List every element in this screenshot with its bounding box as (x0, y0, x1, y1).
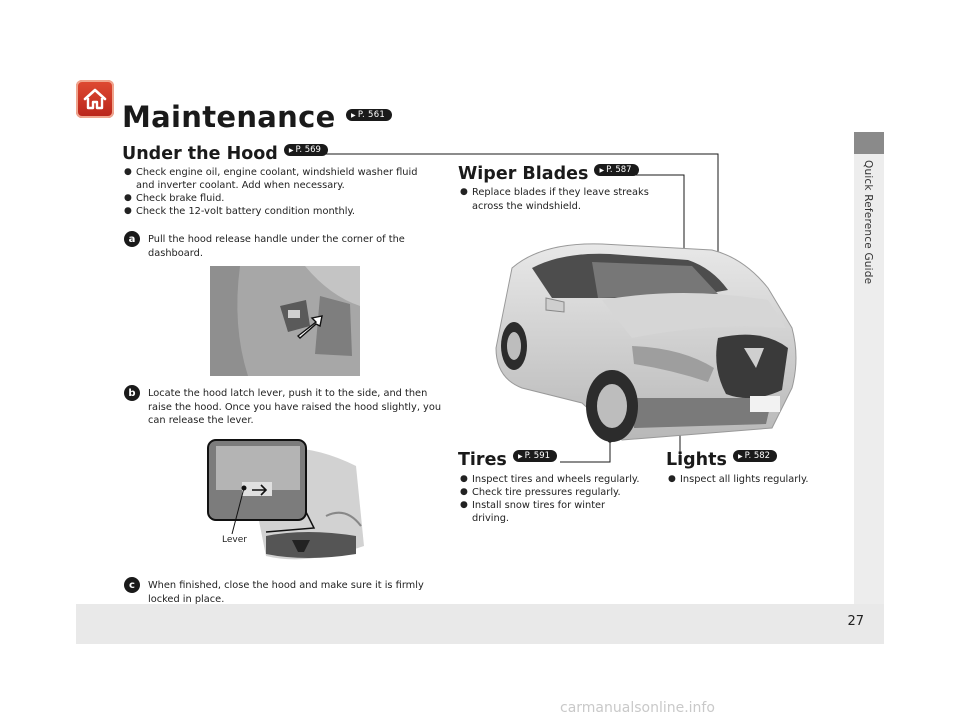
side-tab-label[interactable]: Quick Reference Guide (862, 160, 874, 285)
list-item: Inspect all lights regularly. (668, 473, 838, 486)
tires-page-ref[interactable]: P. 591 (512, 450, 558, 462)
list-item: Check engine oil, engine coolant, windsh… (124, 166, 444, 179)
list-item: Inspect tires and wheels regularly. (460, 473, 660, 486)
wiper-bullet: ● Replace blades if they leave streaks a… (460, 187, 649, 212)
home-button[interactable] (76, 80, 114, 118)
step-b-text: Locate the hood latch lever, push it to … (148, 388, 442, 426)
step-c-text: When finished, close the hood and make s… (148, 580, 424, 605)
step-badge-a: a (124, 231, 140, 247)
step-badge-c: c (124, 577, 140, 593)
wiper-heading: Wiper Blades P. 587 (458, 164, 639, 184)
lights-page-ref[interactable]: P. 582 (733, 450, 778, 462)
page-title: Maintenance P. 561 (122, 100, 393, 134)
hood-latch-photo (206, 436, 366, 566)
under-hood-heading: Under the Hood P. 569 (122, 144, 328, 164)
under-hood-page-ref[interactable]: P. 569 (283, 144, 328, 156)
hood-release-photo (210, 266, 360, 376)
list-item: Check tire pressures regularly. (460, 486, 660, 499)
list-item-continuation: and inverter coolant. Add when necessary… (136, 180, 345, 191)
side-tab-marker (854, 132, 884, 154)
tires-heading: Tires P. 591 (458, 450, 558, 470)
title-page-ref[interactable]: P. 561 (345, 109, 393, 121)
list-item-continuation: driving. (472, 513, 510, 524)
list-item: Check the 12-volt battery condition mont… (124, 205, 444, 218)
wiper-page-ref[interactable]: P. 587 (594, 164, 639, 176)
home-icon (83, 88, 107, 110)
lights-bullets: Inspect all lights regularly. (668, 473, 838, 486)
lever-label: Lever (222, 535, 247, 545)
watermark: carmanualsonline.info (560, 700, 715, 716)
list-item: Check brake fluid. (124, 192, 444, 205)
footer-band (76, 604, 884, 644)
suv-illustration (482, 228, 800, 450)
under-hood-bullets: Check engine oil, engine coolant, windsh… (124, 166, 444, 218)
step-a-text: Pull the hood release handle under the c… (148, 234, 405, 259)
list-item: Install snow tires for winter (460, 499, 660, 512)
side-tab[interactable] (854, 132, 884, 604)
lights-heading: Lights P. 582 (666, 450, 778, 470)
page-number: 27 (847, 614, 864, 629)
step-badge-b: b (124, 385, 140, 401)
tires-bullets: Inspect tires and wheels regularly. Chec… (460, 473, 660, 525)
